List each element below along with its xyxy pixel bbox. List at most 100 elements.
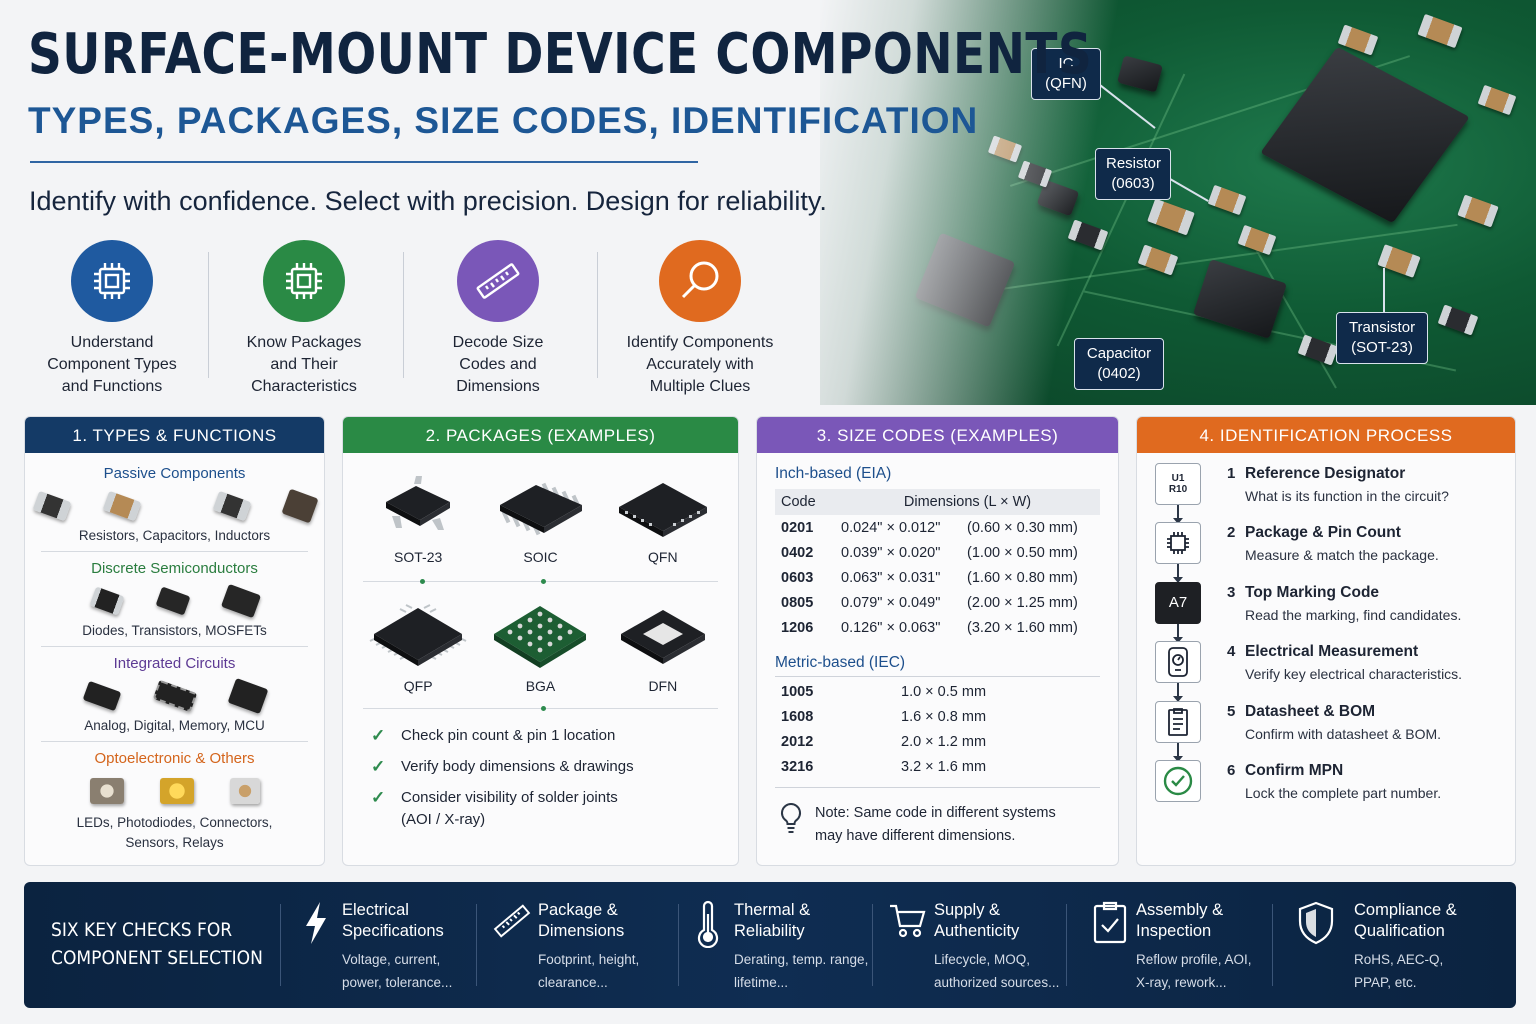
separator-dot — [541, 706, 546, 711]
feature-label-line: Dimensions — [456, 378, 540, 395]
size-code: 1005 — [781, 683, 814, 700]
passive-parts — [25, 488, 324, 524]
connector-part — [229, 778, 260, 804]
check-icon: ✓ — [371, 757, 386, 776]
callout-resistor-line2: (0603) — [1111, 175, 1155, 192]
soic-chip — [1192, 259, 1288, 339]
size-inch: 0.024" × 0.012" — [841, 519, 941, 536]
callout-ic-line1: IC — [1058, 55, 1074, 72]
feature-label-line: Component Types — [47, 356, 177, 373]
capacitor-part — [102, 490, 141, 522]
size-code: 0402 — [781, 544, 814, 561]
check-title: Package &Dimensions — [538, 900, 624, 942]
check-icon: ✓ — [371, 788, 386, 807]
package-name: SOIC — [523, 549, 558, 565]
callout-leader — [1383, 268, 1385, 312]
package-grid: QFP BGA DFN — [343, 582, 738, 708]
bga-shape — [479, 600, 601, 672]
check-title: Supply &Authenticity — [934, 900, 1019, 942]
note-line: Note: Same code in different systems — [815, 805, 1056, 821]
size-mm: (0.60 × 0.30 mm) — [967, 519, 1078, 536]
size-code: 0805 — [781, 594, 814, 611]
check-text: Verify body dimensions & drawings — [401, 758, 634, 775]
led-part — [159, 778, 194, 804]
size-code: 0603 — [781, 569, 814, 586]
step-number: 6 — [1227, 761, 1236, 779]
step-title: Confirm MPN — [1245, 761, 1344, 779]
feature-label: Identify Components Accurately with Mult… — [595, 332, 805, 398]
divider — [41, 551, 308, 552]
metric-based-label: Metric-based (IEC) — [775, 654, 906, 671]
package-soic: SOIC — [479, 453, 601, 581]
capacitor-part — [1207, 184, 1247, 216]
capacitor-part — [1477, 84, 1517, 116]
check-title-line: Inspection — [1136, 922, 1212, 940]
section-passive-desc: Resistors, Capacitors, Inductors — [78, 528, 271, 543]
transistor-part — [154, 586, 191, 616]
section-passive-title: Passive Components — [103, 465, 246, 482]
divider — [775, 676, 1100, 677]
step-number: 2 — [1227, 524, 1236, 542]
check-circle-icon — [1155, 759, 1201, 802]
key-checks-title-line: COMPONENT SELECTION — [51, 947, 263, 969]
led-part — [89, 778, 124, 804]
thermometer-icon — [688, 900, 728, 948]
size-code: 1608 — [781, 708, 814, 725]
check-desc: Footprint, height,clearance... — [538, 948, 639, 994]
size-code: 0201 — [781, 519, 814, 536]
step-title: Reference Designator — [1245, 465, 1406, 482]
marking-icon-text: A7 — [1168, 594, 1188, 612]
check-desc-line: Reflow profile, AOI, — [1136, 952, 1252, 967]
check-item: ✓Check pin count & pin 1 location — [343, 719, 738, 750]
size-mm: (1.00 × 0.50 mm) — [967, 544, 1078, 561]
package-bga: BGA — [479, 582, 601, 708]
package-sot23: SOT-23 — [357, 453, 479, 581]
title-divider — [30, 161, 698, 163]
panel-packages: 2. PACKAGES (EXAMPLES) SOT-23 SOIC QFN — [342, 416, 739, 866]
resistor-part — [212, 490, 251, 522]
section-discrete-desc: Diodes, Transistors, MOSFETs — [82, 623, 267, 638]
callout-capacitor-line2: (0402) — [1097, 365, 1141, 382]
section-opto-desc-line: LEDs, Photodiodes, Connectors, — [76, 815, 273, 830]
bar-divider — [1066, 904, 1067, 986]
table-row: 0201 0.024" × 0.012" (0.60 × 0.30 mm) — [775, 515, 1100, 540]
callout-transistor: Transistor (SOT-23) — [1336, 312, 1428, 364]
lightning-icon — [296, 900, 336, 946]
note-line: may have different dimensions. — [815, 828, 1016, 844]
package-name: SOT-23 — [394, 549, 443, 565]
feature-label: Decode Size Codes and Dimensions — [403, 332, 593, 398]
check-title-line: Reliability — [734, 922, 805, 940]
feature-divider — [403, 252, 404, 378]
check-item: ✓ Verify body dimensions & drawings — [343, 750, 738, 781]
inductor-part — [280, 488, 319, 524]
size-mm: 1.0 × 0.5 mm — [901, 683, 987, 700]
shield-icon — [1296, 900, 1336, 946]
divider — [775, 787, 1100, 788]
step-desc: Verify key electrical characteristics. — [1245, 666, 1463, 683]
sot23-shape — [357, 471, 479, 543]
package-qfp: QFP — [357, 582, 479, 708]
step-title: Package & Pin Count — [1245, 524, 1401, 542]
callout-capacitor-line1: Capacitor — [1086, 345, 1152, 362]
check-text: Consider visibility of solder joints(AOI… — [401, 787, 618, 831]
check-item: ✓ Consider visibility of solder joints(AO… — [343, 781, 738, 834]
check-icon: ✓ — [371, 726, 386, 745]
step-number: 3 — [1227, 583, 1236, 601]
package-qfn: QFN — [602, 453, 724, 581]
size-inch: 0.126" × 0.063" — [841, 619, 941, 636]
callout-ic: IC (QFN) — [1031, 48, 1101, 100]
step-desc: What is its function in the circuit? — [1245, 488, 1449, 504]
key-checks-title-line: SIX KEY CHECKS FOR — [51, 919, 233, 941]
check-title-line: Electrical — [342, 901, 409, 919]
step-number: 4 — [1227, 643, 1236, 661]
opto-parts — [25, 777, 324, 805]
diode-part — [88, 586, 125, 616]
dfn-shape — [602, 600, 724, 672]
feature-label-line: Identify Components — [626, 334, 774, 351]
